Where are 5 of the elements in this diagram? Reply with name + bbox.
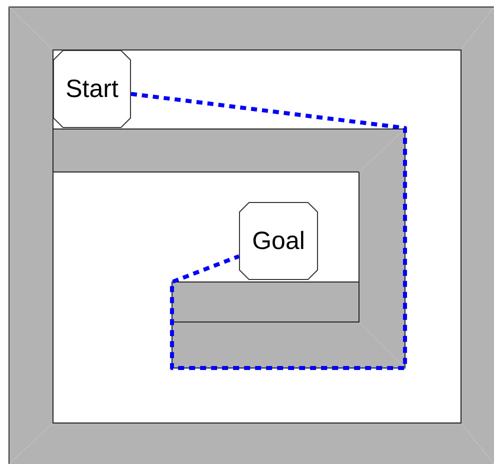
node-label: Goal (252, 228, 305, 254)
octagon-node (239, 202, 318, 280)
dashed-path (130, 92, 407, 370)
octagon-node (53, 50, 131, 128)
node-label: Start (66, 76, 118, 102)
